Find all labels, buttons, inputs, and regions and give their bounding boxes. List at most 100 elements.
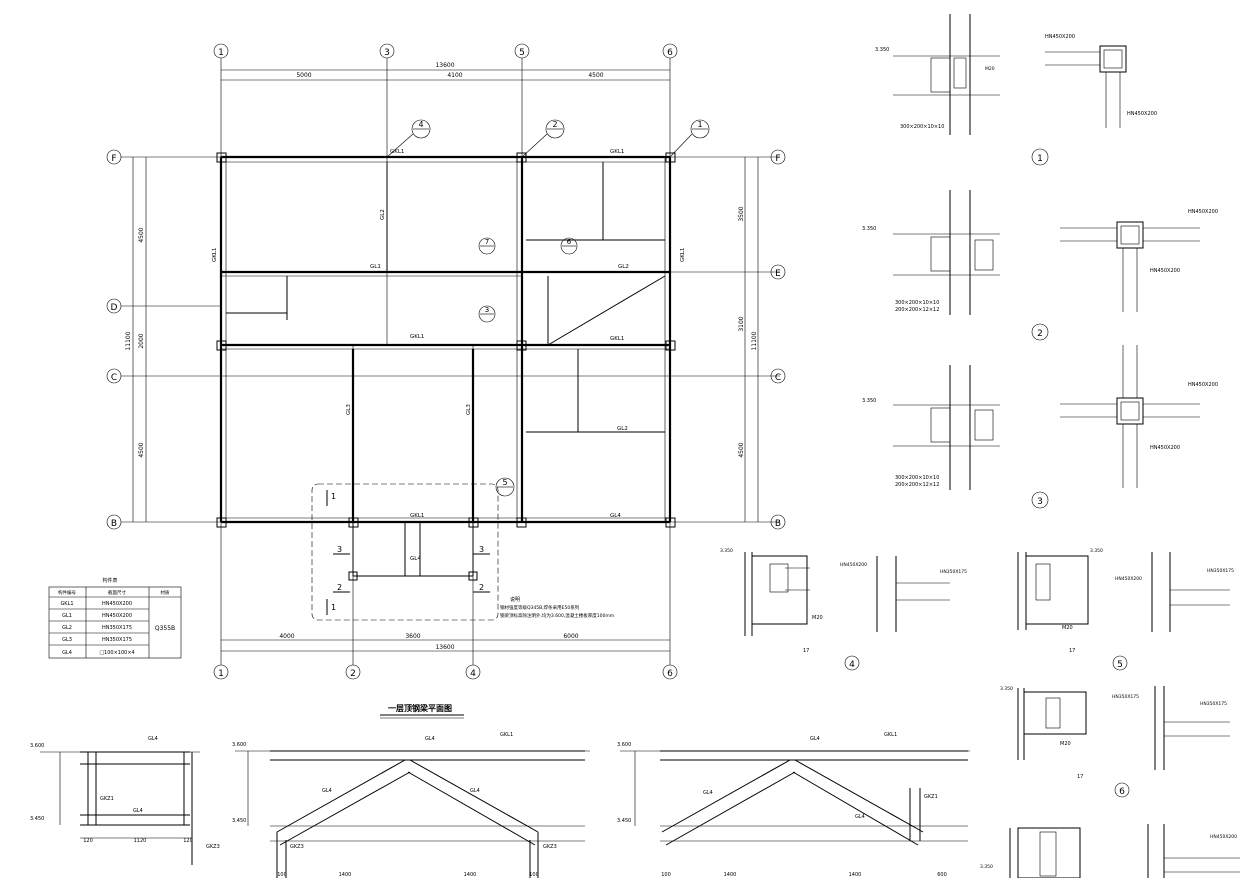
svg-text:5: 5 [502, 478, 507, 487]
svg-text:5: 5 [519, 48, 525, 58]
svg-text:GKZ3: GKZ3 [543, 844, 557, 850]
svg-text:GL4: GL4 [470, 788, 480, 794]
svg-text:GL1: GL1 [370, 264, 381, 270]
svg-text:GL2: GL2 [617, 426, 628, 432]
plan-section-marks: 1 1 2 2 3 3 [311, 483, 499, 621]
plan-notes: 说明 钢材强度等级Q345B,焊条采用E50系列 钢梁顶标高除注明外,均为3.6… [500, 596, 614, 619]
svg-text:600: 600 [937, 872, 947, 878]
svg-text:一层顶钢梁平面图: 一层顶钢梁平面图 [388, 703, 452, 713]
svg-text:GL2: GL2 [380, 209, 386, 220]
svg-text:GL1: GL1 [62, 613, 72, 619]
svg-text:3.350: 3.350 [980, 864, 993, 870]
svg-text:3.450: 3.450 [232, 818, 246, 824]
svg-text:2000: 2000 [138, 333, 145, 348]
svg-text:1: 1 [697, 120, 702, 129]
svg-text:GKL1: GKL1 [212, 248, 218, 262]
right-dimension-lines: 3500 3100 4500 11100 [738, 157, 759, 522]
svg-text:E: E [775, 269, 781, 279]
svg-text:C: C [111, 373, 117, 383]
svg-text:120: 120 [183, 838, 193, 844]
svg-text:HN450X200: HN450X200 [840, 562, 867, 568]
svg-text:6: 6 [1119, 787, 1125, 797]
svg-text:GL3: GL3 [346, 404, 352, 415]
top-dimension-lines: 13600 5000 4100 4500 [221, 62, 670, 81]
svg-text:3.600: 3.600 [30, 743, 44, 749]
svg-text:3.450: 3.450 [30, 816, 44, 822]
svg-text:3.350: 3.350 [875, 47, 889, 53]
svg-text:GKL1: GKL1 [60, 601, 73, 607]
svg-text:3.350: 3.350 [862, 398, 876, 404]
svg-text:7: 7 [485, 238, 489, 246]
svg-text:4: 4 [849, 660, 855, 670]
svg-text:4500: 4500 [138, 442, 145, 457]
section-3-3: 3.600 3.450 GL4 GKL1 GL4 GKZ1 GL4 100 14… [617, 732, 970, 878]
svg-text:GL4: GL4 [148, 736, 158, 742]
svg-text:F: F [775, 154, 780, 164]
section-2-2: 3.600 3.450 GL4 GKL1 GL4 GKZ3 GL4 GKZ3 1… [232, 732, 590, 878]
svg-text:GL2: GL2 [62, 625, 72, 631]
svg-text:HN450X200: HN450X200 [1115, 576, 1142, 582]
svg-text:C: C [775, 373, 781, 383]
svg-text:4100: 4100 [447, 72, 462, 79]
svg-text:1: 1 [1037, 154, 1043, 164]
svg-text:2: 2 [552, 120, 557, 129]
detail-3: 3.350 300×200×10×10 200×200×12×12 HN450X… [862, 345, 1218, 509]
svg-text:HN350X175: HN350X175 [1207, 568, 1234, 574]
plan-axis-grid [121, 58, 780, 665]
svg-text:2: 2 [350, 669, 356, 679]
svg-text:B: B [111, 519, 117, 529]
svg-text:HN450X200: HN450X200 [1045, 34, 1075, 40]
svg-text:1: 1 [331, 603, 336, 612]
svg-text:GL4: GL4 [855, 814, 865, 820]
plan-columns [216, 152, 676, 581]
svg-text:HN450X200: HN450X200 [1188, 209, 1218, 215]
svg-text:4500: 4500 [738, 442, 745, 457]
svg-text:17: 17 [803, 648, 809, 654]
svg-text:4: 4 [470, 669, 476, 679]
svg-text:B: B [775, 519, 781, 529]
svg-text:GL4: GL4 [610, 513, 621, 519]
svg-text:截面尺寸: 截面尺寸 [108, 589, 126, 596]
svg-text:100: 100 [529, 872, 539, 878]
svg-text:3.450: 3.450 [617, 818, 631, 824]
bottom-axis-bubbles: 1 2 4 6 [213, 664, 678, 680]
svg-text:GKZ1: GKZ1 [924, 794, 938, 800]
detail-7-partial: 3.350 HN450X200 [980, 824, 1240, 878]
svg-text:HN450X200: HN450X200 [102, 613, 132, 619]
detail-6: 3.350 M20 17 HN350X175 HN350X175 6 [1000, 686, 1230, 798]
svg-text:1400: 1400 [339, 872, 352, 878]
svg-text:GL4: GL4 [425, 736, 435, 742]
svg-text:5000: 5000 [296, 72, 311, 79]
detail-2: 3.350 300×200×10×10 200×200×12×12 HN450X… [862, 190, 1218, 341]
svg-text:F: F [111, 154, 116, 164]
svg-text:GL3: GL3 [466, 404, 472, 415]
svg-text:HN350X175: HN350X175 [1112, 694, 1139, 700]
svg-text:说明: 说明 [510, 596, 520, 603]
left-dimension-lines: 4500 2000 4500 11100 [125, 157, 147, 522]
svg-text:钢梁顶标高除注明外,均为3.600,混凝土楼板厚度100mm: 钢梁顶标高除注明外,均为3.600,混凝土楼板厚度100mm [500, 612, 614, 619]
svg-text:6: 6 [567, 238, 572, 246]
svg-text:11100: 11100 [751, 331, 758, 350]
svg-text:1: 1 [331, 492, 336, 501]
svg-text:M20: M20 [985, 66, 995, 72]
svg-text:300×200×10×10: 300×200×10×10 [900, 124, 944, 130]
svg-text:5: 5 [1117, 660, 1123, 670]
member-legend-table: 构件表 构件编号 截面尺寸 材质 GKL1 HN450X200 GL1 HN45… [48, 577, 182, 659]
svg-text:120: 120 [83, 838, 93, 844]
svg-text:17: 17 [1069, 648, 1075, 654]
bottom-dimension-lines: 4000 3600 6000 13600 [221, 633, 670, 652]
svg-text:GL4: GL4 [133, 808, 143, 814]
svg-text:HN450X200: HN450X200 [1188, 382, 1218, 388]
svg-text:1: 1 [218, 669, 224, 679]
svg-text:3: 3 [485, 306, 489, 314]
svg-text:300×200×10×10: 300×200×10×10 [895, 475, 939, 481]
svg-text:3: 3 [1037, 497, 1043, 507]
svg-text:100: 100 [661, 872, 671, 878]
svg-text:3600: 3600 [405, 633, 420, 640]
detail-5: 3.350 M20 17 HN450X200 HN350X175 5 [1017, 548, 1234, 671]
svg-text:GL4: GL4 [322, 788, 332, 794]
svg-text:GKZ3: GKZ3 [290, 844, 304, 850]
svg-text:2: 2 [479, 583, 484, 592]
svg-text:200×200×12×12: 200×200×12×12 [895, 307, 939, 313]
svg-text:GKL1: GKL1 [500, 732, 513, 738]
